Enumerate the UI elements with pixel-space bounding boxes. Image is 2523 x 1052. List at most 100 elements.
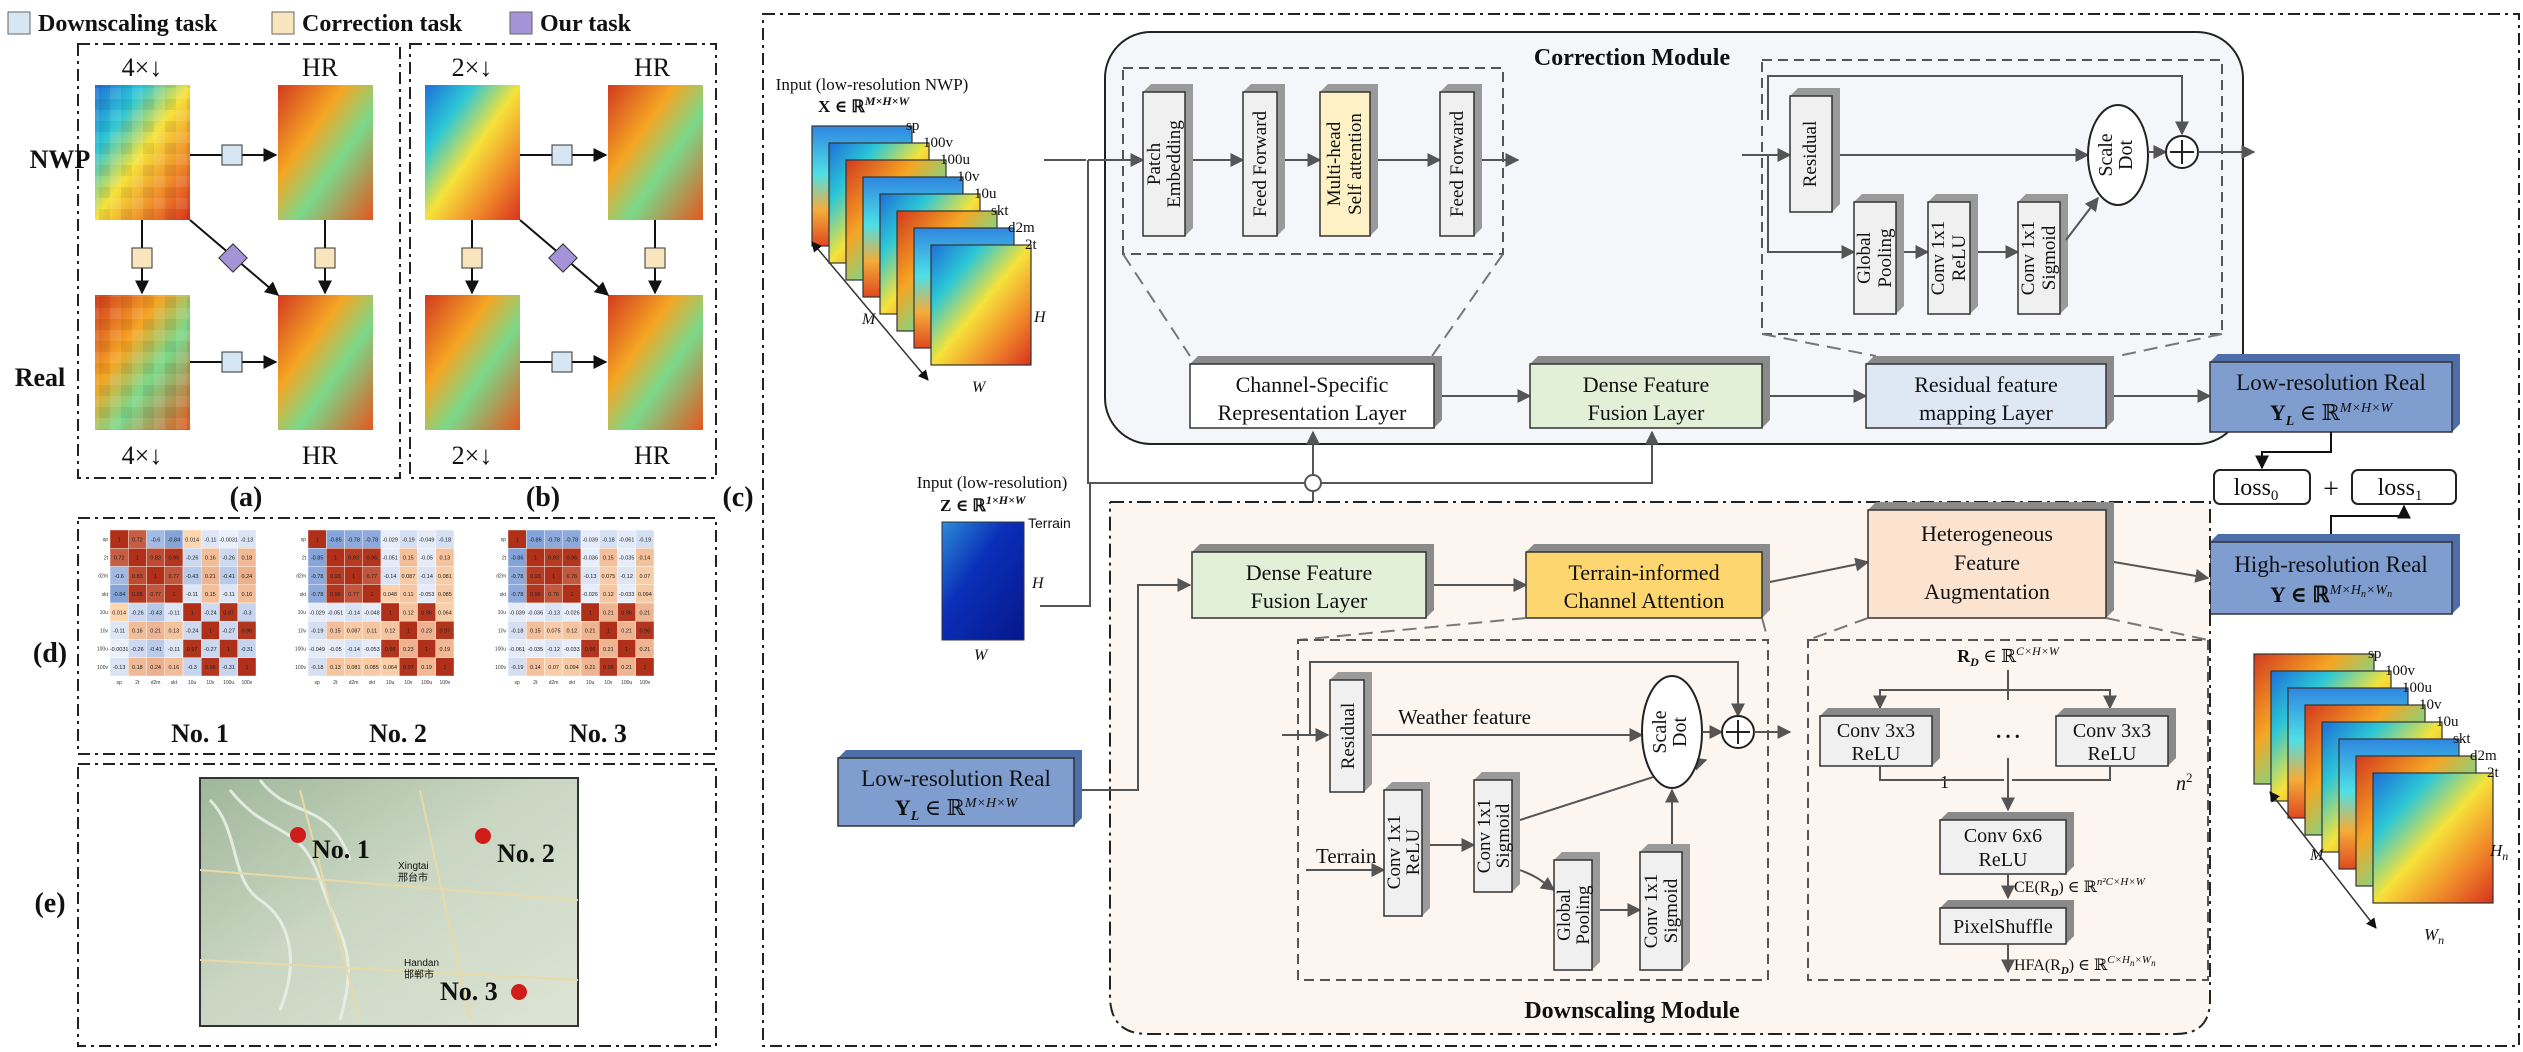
rfml-box: Residual feature mapping Layer — [1865, 356, 2114, 429]
correlation-col-label: 100u — [621, 680, 632, 686]
ds-conv-sigmoid-label: Conv 1x1 — [1474, 799, 1495, 873]
low-res-real-title: Low-resolution Real — [2236, 370, 2426, 395]
conv-relu-block-face — [1927, 201, 1971, 315]
correlation-value: 1 — [407, 629, 410, 635]
correlation-value: 0.075 — [547, 629, 561, 635]
conv33-label: ReLU — [2088, 743, 2137, 765]
correlation-value: 0.96 — [385, 647, 396, 653]
zoom-guide — [1297, 617, 1527, 641]
loss0-label: loss0 — [2234, 475, 2279, 504]
correlation-col-label: 2t — [533, 680, 538, 686]
panel-a-frame — [77, 43, 401, 479]
correlation-row-label: 10v — [100, 628, 109, 634]
low-res-real-input-face — [837, 757, 1075, 827]
se-block — [1761, 59, 2223, 335]
output-var-label: 100u — [2402, 680, 2433, 696]
correlation-row-label: skt — [102, 592, 109, 598]
city-label: Xingtai — [398, 861, 429, 872]
our-task-marker — [548, 243, 578, 273]
correlation-value: 0.15 — [205, 592, 216, 598]
conv-sigmoid-label: Sigmoid — [2039, 225, 2060, 290]
correlation-value: 0.93 — [548, 556, 559, 562]
panel-b-bottom-right: HR — [634, 441, 671, 470]
weather-feature-label: Weather feature — [1398, 705, 1531, 729]
correlation-value: -0.14 — [420, 574, 433, 580]
correlation-value: -0.039 — [582, 537, 598, 543]
index-n: n2 — [2176, 770, 2193, 795]
high-res-real-title: High-resolution Real — [2234, 552, 2428, 577]
correlation-value: 0.96 — [621, 610, 632, 616]
arrow — [1767, 155, 1856, 259]
conv33-label: ReLU — [1852, 743, 1901, 765]
correlation-value: -0.036 — [582, 556, 598, 562]
hfa-label: Heterogeneous — [1921, 521, 2053, 546]
correlation-value: -0.0031 — [110, 647, 129, 653]
correlation-value: 0.21 — [150, 629, 161, 635]
downscaling-module-title: Downscaling Module — [1524, 998, 1740, 1024]
correlation-value: 0.087 — [401, 574, 415, 580]
correlation-matrix-2: 1-0.85-0.78-0.78-0.029-0.19-0.049-0.18sp… — [295, 529, 455, 686]
correlation-value: -0.31 — [241, 647, 254, 653]
correlation-value: -0.13 — [241, 537, 254, 543]
nwp-input: Input (low-resolution NWP) X ∈ ℝM×H×W sp… — [776, 75, 1047, 396]
correlation-value: 0.085 — [438, 592, 452, 598]
ds-conv-sigmoid-label: Sigmoid — [1493, 803, 1514, 868]
correction-dffl-box-face — [1529, 363, 1763, 429]
arrow — [2008, 689, 2117, 710]
panel-b-top-left: 2×↓ — [452, 53, 493, 82]
ds-residual-block: Residual — [1329, 672, 1372, 793]
correlation-value: 0.96 — [530, 592, 541, 598]
nwp-map-2t — [930, 244, 1032, 366]
hfa-flow-line — [1879, 766, 2004, 781]
correlation-value: 0.11 — [367, 629, 377, 635]
arrow — [1767, 75, 2189, 136]
correlation-value: 1 — [625, 647, 628, 653]
arrow — [1769, 557, 1870, 583]
rfml-label: Residual feature — [1914, 372, 2058, 397]
map-b-real-high — [608, 295, 703, 430]
output-var-label: d2m — [2470, 748, 2497, 764]
correlation-value: -0.19 — [639, 537, 652, 543]
correlation-value: 0.21 — [621, 665, 632, 671]
correlation-value: 1 — [589, 610, 592, 616]
correlation-value: 1 — [209, 629, 212, 635]
correlation-value: 0.014 — [185, 537, 199, 543]
correction-module-bg — [1104, 31, 2244, 445]
ds-residual-block-face — [1329, 679, 1365, 793]
correlation-value: 0.085 — [365, 665, 379, 671]
correlation-value: -0.43 — [149, 610, 162, 616]
correlation-value: -0.05 — [420, 556, 433, 562]
correlation-col-label: skt — [369, 680, 376, 686]
conv-relu-block: Conv 1x1 ReLU — [1927, 194, 1978, 315]
correlation-value: 1 — [607, 629, 610, 635]
correlation-value: 0.21 — [603, 647, 614, 653]
legend-correction-label: Correction task — [302, 11, 463, 37]
correlation-value: 0.97 — [403, 665, 414, 671]
map-a-real-high — [278, 295, 373, 430]
correlation-value: -0.6 — [151, 537, 160, 543]
global-pooling-label: Global — [1854, 232, 1875, 284]
correlation-value: -0.19 — [311, 629, 324, 635]
correlation-value: 0.16 — [132, 629, 143, 635]
correlation-value: -0.049 — [419, 537, 435, 543]
correlation-row-label: 10u — [298, 610, 307, 616]
correlation-value: 0.21 — [603, 610, 614, 616]
concat-node — [1304, 474, 1322, 492]
hfa-box: Heterogeneous Feature Augmentation — [1867, 502, 2114, 619]
road-lines — [199, 789, 579, 1021]
ce-label: CE(RD) ∈ ℝn²C×H×W — [2014, 876, 2146, 899]
correlation-col-label: 100v — [439, 680, 450, 686]
downscaling-task-marker — [551, 144, 573, 166]
index-1: 1 — [1940, 772, 1949, 792]
conv33-box-n: Conv 3x3 ReLU — [2055, 708, 2176, 767]
nwp-var-label: sp — [906, 118, 919, 134]
correlation-value: -0.3 — [187, 665, 196, 671]
nwp-var-label: 100v — [923, 135, 954, 151]
panel-c-label: (c) — [722, 482, 753, 513]
correction-dffl-label: Fusion Layer — [1588, 400, 1705, 425]
correlation-value: 0.21 — [640, 647, 651, 653]
feed-forward-block-2: Feed Forward — [1439, 84, 1482, 237]
